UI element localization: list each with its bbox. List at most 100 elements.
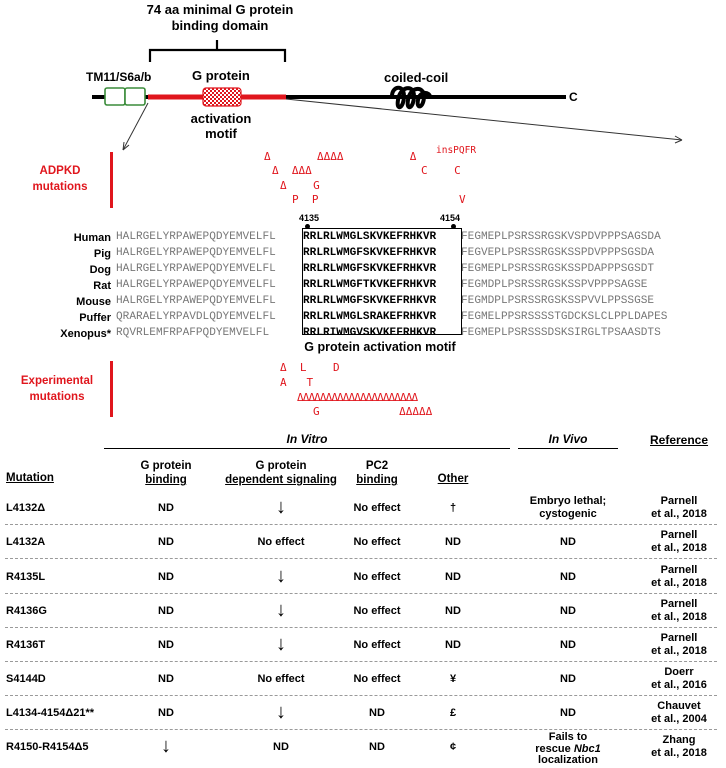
row-divider bbox=[5, 524, 717, 525]
motif-box bbox=[302, 228, 462, 335]
cell-ref-2: et al., 2018 bbox=[651, 611, 707, 623]
cell-ref-1: Parnell bbox=[660, 598, 698, 610]
cell-mutation: L4132A bbox=[6, 536, 46, 548]
seq-post: FEGMDPLPSRSSRGSKSSPVPPPSAGSE bbox=[461, 279, 648, 291]
cell-invivo: ND bbox=[560, 605, 576, 617]
cell-reference: Parnell et al., 2018 bbox=[636, 632, 722, 658]
coiled-coil-label: coiled-coil bbox=[384, 70, 449, 85]
cell-gsignal: No effect bbox=[257, 536, 305, 548]
cell-other: † bbox=[449, 502, 457, 514]
gprotein-label: G protein bbox=[192, 68, 250, 83]
domain-title-line1: 74 aa minimal G protein bbox=[146, 2, 294, 17]
domain-title: 74 aa minimal G protein binding domain bbox=[130, 2, 310, 34]
activation-motif-label: activation motif bbox=[180, 111, 262, 141]
cell-reference: Parnell et al., 2018 bbox=[636, 564, 722, 590]
experimental-row-1: Δ L D bbox=[280, 361, 340, 374]
header-mutation: Mutation bbox=[6, 472, 54, 484]
cell-invivo-1: Fails to bbox=[548, 731, 588, 743]
header-pc2-1: PC2 bbox=[365, 460, 389, 472]
seq-row-xenopus: Xenopus* RQVRLEMFRPAFPQDYEMVELFL RRLRIWM… bbox=[0, 326, 726, 341]
activation-line2: motif bbox=[205, 126, 237, 141]
cell-other: ND bbox=[445, 605, 461, 617]
cell-ref-2: et al., 2018 bbox=[651, 577, 707, 589]
species-name: Pig bbox=[93, 248, 111, 260]
group-reference: Reference bbox=[650, 433, 709, 447]
seq-post: FEGMDPLPSRSSRGSKSSPVVLPPSSGSE bbox=[461, 295, 655, 307]
seq-post: FEGMEPLPSRSSSDSKSIRGLTPSAASDTS bbox=[461, 327, 661, 339]
seq-core: RRLRIWMGVSKVKEFRHKVR bbox=[303, 327, 437, 339]
motif-caption: G protein activation motif bbox=[304, 340, 456, 354]
group-invivo-label: In Vivo bbox=[548, 432, 588, 446]
activation-motif-box bbox=[202, 87, 242, 107]
cell-invivo-1: Embryo lethal; bbox=[529, 495, 607, 507]
cell-gsignal: ↓ bbox=[276, 701, 286, 723]
header-gbinding: G protein binding bbox=[118, 459, 214, 487]
cell-ref-2: et al., 2018 bbox=[651, 508, 707, 520]
cell-gsignal: No effect bbox=[257, 673, 305, 685]
cell-gbinding: ND bbox=[158, 673, 174, 685]
cell-reference: Doerr et al., 2016 bbox=[636, 666, 722, 692]
cell-gsignal: ↓ bbox=[276, 496, 286, 518]
cell-ref-1: Parnell bbox=[660, 495, 698, 507]
cell-pc2: No effect bbox=[353, 605, 401, 617]
cell-pc2: No effect bbox=[353, 536, 401, 548]
cell-reference: Parnell et al., 2018 bbox=[636, 529, 722, 555]
row-divider bbox=[5, 558, 717, 559]
cell-other: ¢ bbox=[449, 741, 457, 753]
cell-gbinding: ND bbox=[158, 605, 174, 617]
adpkd-insertion-label: insPQFR bbox=[436, 145, 477, 156]
cell-gbinding: ND bbox=[158, 502, 174, 514]
group-invitro: In Vitro bbox=[104, 432, 510, 449]
cell-ref-1: Zhang bbox=[662, 734, 696, 746]
experimental-row-3: ΔΔΔΔΔΔΔΔΔΔΔΔΔΔΔΔΔΔΔΔΔ bbox=[297, 391, 418, 404]
row-divider bbox=[5, 627, 717, 628]
cell-gbinding: ND bbox=[158, 707, 174, 719]
coiled-coil-shape bbox=[390, 85, 432, 110]
seq-pre: RQVRLEMFRPAFPQDYEMVELFL bbox=[116, 327, 270, 339]
cell-other: ND bbox=[445, 571, 461, 583]
adpkd-row-2: C C bbox=[421, 164, 461, 177]
cell-ref-1: Parnell bbox=[660, 529, 698, 541]
seq-pre: HALRGELYRPAWEPQDYEMVELFL bbox=[116, 231, 276, 243]
row-divider bbox=[5, 661, 717, 662]
adpkd-label: ADPKD mutations bbox=[14, 163, 106, 195]
pos-end-label: 4154 bbox=[440, 213, 461, 223]
domain-title-line2: binding domain bbox=[171, 18, 269, 33]
cell-gbinding: ND bbox=[158, 571, 174, 583]
cell-gbinding: ↓ bbox=[161, 735, 171, 757]
cell-invivo-3: localization bbox=[538, 754, 598, 766]
header-gsignal-1: G protein bbox=[255, 460, 307, 472]
cell-mutation: L4132Δ bbox=[6, 502, 46, 514]
zoom-line-right bbox=[285, 98, 683, 141]
cell-ref-1: Parnell bbox=[660, 632, 698, 644]
species-name: Human bbox=[73, 232, 111, 244]
seq-post: FEGMEPLPSRSSRGSKSSPDAPPPSGSDT bbox=[461, 263, 655, 275]
cell-mutation: R4150-R4154Δ5 bbox=[6, 741, 89, 753]
seq-post: FEGMELPPSRSSSSTGDCKSLCLPPLDAPES bbox=[461, 311, 668, 323]
header-pc2: PC2 binding bbox=[342, 459, 412, 487]
cell-reference: Parnell et al., 2018 bbox=[636, 598, 722, 624]
seq-core: RRLRLWMGLSKVKEFRHKVR bbox=[303, 231, 437, 243]
header-gbinding-2: binding bbox=[145, 474, 187, 486]
cell-pc2: No effect bbox=[353, 639, 401, 651]
cell-invivo-2-line: rescue Nbc1 bbox=[510, 743, 626, 756]
header-gsignal-2: dependent signaling bbox=[225, 474, 337, 486]
cell-pc2: No effect bbox=[353, 571, 401, 583]
cell-reference: Parnell et al., 2018 bbox=[636, 495, 722, 521]
cell-ref-2: et al., 2016 bbox=[651, 679, 707, 691]
experimental-row-4: G ΔΔΔΔΔ bbox=[313, 405, 433, 418]
cell-pc2: No effect bbox=[353, 673, 401, 685]
row-divider bbox=[5, 695, 717, 696]
species-name: Mouse bbox=[76, 296, 111, 308]
experimental-row-2: A T bbox=[280, 376, 314, 389]
adpkd-row-5: P P bbox=[292, 193, 319, 206]
adpkd-row-6: V bbox=[459, 193, 466, 206]
species-name: Puffer bbox=[79, 312, 111, 324]
tm-box-2 bbox=[124, 87, 146, 106]
cell-pc2: ND bbox=[369, 707, 385, 719]
adpkd-row-3: Δ ΔΔΔ bbox=[272, 164, 312, 177]
seq-row-pig: Pig HALRGELYRPAWEPQDYEMVELFL RRLRLWMGFSK… bbox=[0, 246, 726, 261]
cell-pc2: No effect bbox=[353, 502, 401, 514]
experimental-label-line2: mutations bbox=[29, 391, 85, 403]
seq-row-human: Human HALRGELYRPAWEPQDYEMVELFL RRLRLWMGL… bbox=[0, 230, 726, 245]
